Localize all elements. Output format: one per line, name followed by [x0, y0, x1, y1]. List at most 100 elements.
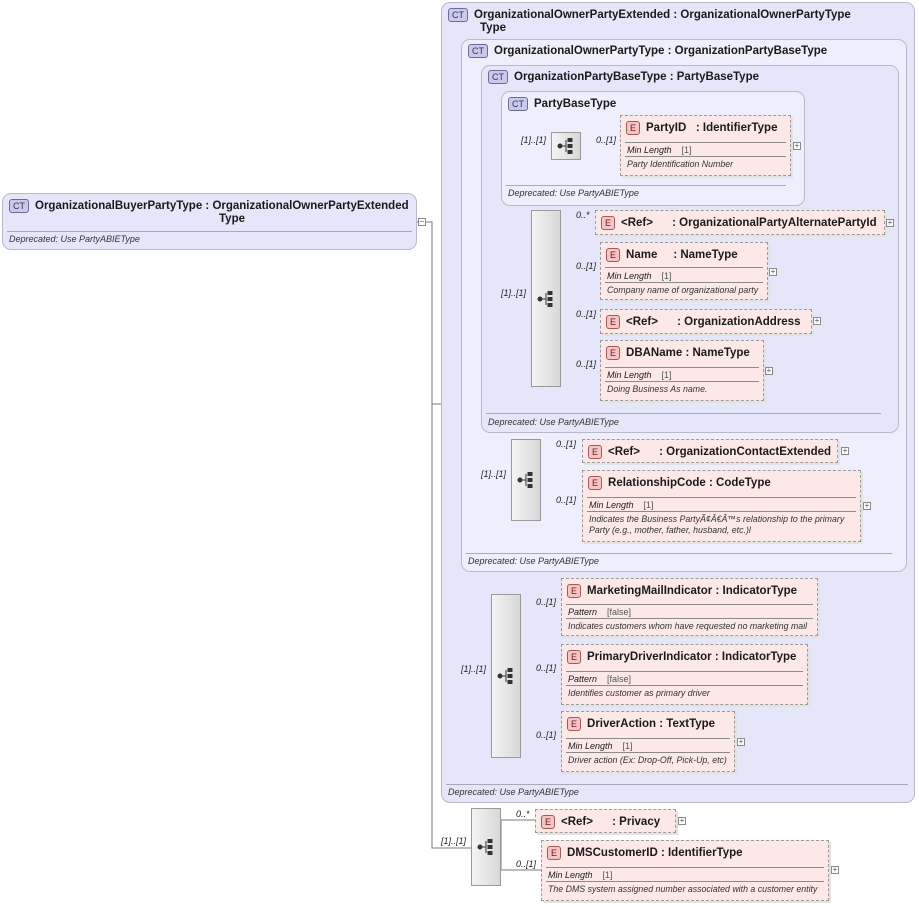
- ct-badge-icon: CT: [9, 199, 29, 213]
- divider: [587, 497, 856, 498]
- expand-plus-icon[interactable]: +: [769, 267, 777, 276]
- sequence-compositor[interactable]: [531, 210, 561, 387]
- cardinality-label: 0..[1]: [516, 859, 537, 869]
- sequence-icon: [557, 138, 573, 154]
- element-doc: Indicates customers whom have requested …: [568, 621, 808, 631]
- element-doc: Doing Business As name.: [607, 384, 708, 394]
- element-title: E<Ref> : OrganizationalPartyAlternatePar…: [601, 216, 877, 230]
- sequence-compositor[interactable]: [491, 594, 521, 758]
- deprecation-note: Deprecated: Use PartyABIEType: [9, 234, 140, 244]
- element-doc: Company name of organizational party: [607, 285, 759, 295]
- cardinality-label: [1]..[1]: [521, 135, 547, 145]
- cardinality-label: 0..[1]: [536, 730, 557, 740]
- divider: [546, 867, 824, 868]
- deprecation-note: Deprecated: Use PartyABIEType: [468, 556, 599, 566]
- facet: Pattern[false]: [568, 607, 632, 617]
- cardinality-label: 0..[1]: [556, 439, 577, 449]
- ct-badge-icon: CT: [508, 97, 528, 111]
- ct-badge-icon: CT: [448, 8, 468, 22]
- expand-plus-icon[interactable]: +: [737, 737, 745, 746]
- divider: [566, 604, 813, 605]
- collapse-icon[interactable]: −: [418, 217, 426, 226]
- expand-plus-icon[interactable]: +: [813, 316, 821, 325]
- divider: [7, 231, 412, 232]
- divider: [605, 282, 763, 283]
- element-badge-icon: E: [588, 476, 603, 490]
- element-organization-address[interactable]: E<Ref> : OrganizationAddress: [600, 309, 812, 334]
- expand-plus-icon[interactable]: +: [793, 141, 801, 150]
- cardinality-label: 0..[1]: [536, 663, 557, 673]
- divider: [605, 367, 759, 368]
- element-title: E<Ref> : OrganizationContactExtended: [588, 445, 831, 459]
- element-privacy[interactable]: E<Ref> : Privacy: [535, 809, 676, 833]
- expand-plus-icon[interactable]: +: [863, 501, 871, 510]
- ct-badge-icon: CT: [488, 70, 508, 84]
- facet: Min Length[1]: [568, 741, 633, 751]
- ct-badge-icon: CT: [468, 44, 488, 58]
- element-badge-icon: E: [606, 248, 621, 262]
- divider: [446, 784, 908, 785]
- element-badge-icon: E: [541, 815, 556, 829]
- divider: [587, 511, 856, 512]
- element-badge-icon: E: [567, 650, 582, 664]
- cardinality-label: [1]..[1]: [481, 469, 507, 479]
- element-badge-icon: E: [567, 584, 582, 598]
- cardinality-label: 0..[1]: [576, 309, 597, 319]
- expand-plus-icon[interactable]: +: [886, 218, 894, 227]
- divider: [486, 413, 881, 414]
- divider: [566, 685, 803, 686]
- facet: Pattern[false]: [568, 674, 632, 684]
- sequence-compositor[interactable]: [551, 132, 581, 160]
- element-title: E<Ref> : OrganizationAddress: [606, 315, 800, 329]
- cardinality-label: 0..*: [516, 809, 530, 819]
- owner-extended-title-line2: Type: [480, 22, 506, 34]
- element-doc: The DMS system assigned number associate…: [548, 884, 818, 894]
- expand-plus-icon[interactable]: +: [831, 865, 839, 874]
- divider: [506, 185, 786, 186]
- sequence-compositor[interactable]: [511, 439, 541, 521]
- element-organization-contact[interactable]: E<Ref> : OrganizationContactExtended: [582, 439, 838, 463]
- element-doc: Identifies customer as primary driver: [568, 688, 710, 698]
- cardinality-label: [1]..[1]: [441, 836, 467, 846]
- divider: [625, 156, 786, 157]
- sequence-compositor[interactable]: [471, 808, 501, 886]
- expand-plus-icon[interactable]: +: [841, 446, 849, 455]
- sequence-icon: [477, 839, 493, 855]
- cardinality-label: 0..[1]: [536, 597, 557, 607]
- element-badge-icon: E: [547, 846, 562, 860]
- element-badge-icon: E: [626, 121, 641, 135]
- element-alt-party-id[interactable]: E<Ref> : OrganizationalPartyAlternatePar…: [595, 210, 885, 235]
- element-badge-icon: E: [601, 216, 616, 230]
- element-doc: Indicates the Business PartyÃ¢Â€Â™s rela…: [589, 514, 845, 535]
- cardinality-label: 0..*: [576, 210, 590, 220]
- deprecation-note: Deprecated: Use PartyABIEType: [448, 787, 579, 797]
- cardinality-label: 0..[1]: [596, 135, 617, 145]
- expand-plus-icon[interactable]: +: [678, 816, 686, 825]
- facet: Min Length[1]: [607, 271, 672, 281]
- expand-plus-icon[interactable]: +: [765, 366, 773, 375]
- cardinality-label: [1]..[1]: [461, 664, 487, 674]
- facet: Min Length[1]: [548, 870, 613, 880]
- element-badge-icon: E: [567, 717, 582, 731]
- element-badge-icon: E: [606, 346, 621, 360]
- facet: Min Length[1]: [589, 500, 654, 510]
- cardinality-label: [1]..[1]: [501, 288, 527, 298]
